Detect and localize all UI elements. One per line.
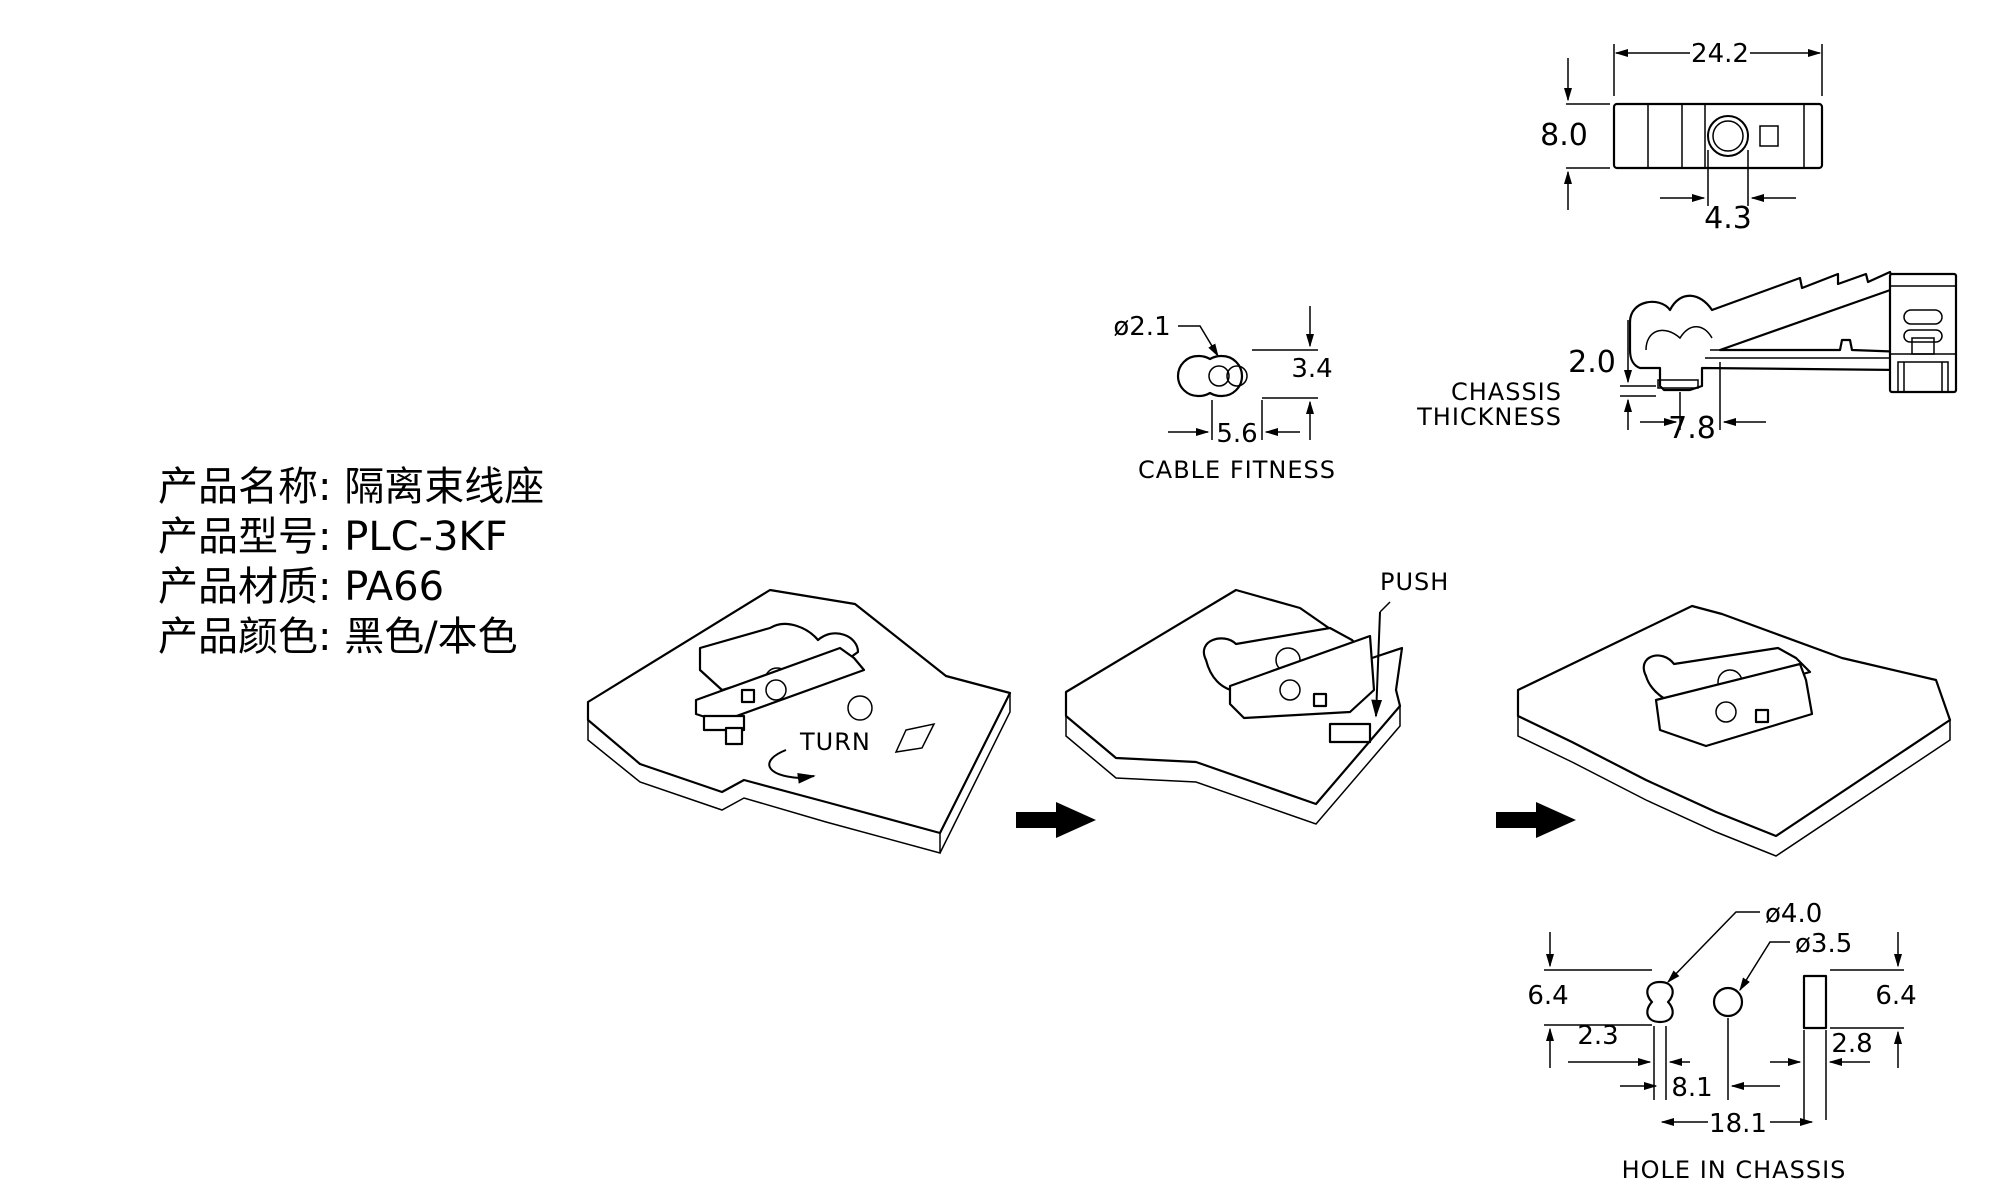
dim-hole-spacing-b: 18.1 [1709,1109,1767,1139]
dim-side-thickness: 2.0 [1568,345,1616,380]
product-material-value: PA66 [344,564,445,610]
product-model-label: 产品型号: [158,514,332,560]
product-name-label: 产品名称: [158,464,332,510]
hole-in-chassis-view: ø4.0 ø3.5 6.4 2.3 6.4 2.8 8.1 18 [1527,899,1916,1184]
install-step-2: PUSH [1064,568,1449,825]
dim-hole-right-height: 6.4 [1875,981,1916,1011]
end-view [1888,272,1958,394]
product-info: 产品名称: 隔离束线座 产品型号: PLC-3KF 产品材质: PA66 产品颜… [158,462,544,662]
install-step-3 [1516,604,1952,857]
dim-hole-dia-b: ø3.5 [1795,929,1852,959]
dim-top-height: 8.0 [1540,118,1588,153]
dim-hole-spacing-a: 8.1 [1671,1073,1712,1103]
dim-cable-dia: ø2.1 [1113,312,1170,342]
product-color-label: 产品颜色: [158,614,332,660]
product-color-value: 黑色/本色 [344,614,518,660]
dim-hole-left-offset: 2.3 [1577,1021,1618,1051]
dim-hole-left-height: 6.4 [1527,981,1568,1011]
caption-push: PUSH [1380,568,1449,596]
dim-side-length: 7.8 [1668,411,1716,446]
product-material-label: 产品材质: [158,564,332,610]
caption-chassis: CHASSIS [1451,378,1562,406]
dim-hole-dia-a: ø4.0 [1765,899,1822,929]
side-view: 2.0 CHASSIS THICKNESS 7.8 [1416,270,1916,446]
caption-thickness: THICKNESS [1416,403,1562,431]
step-arrow-1 [1016,802,1096,838]
product-model-row: 产品型号: PLC-3KF [158,512,544,562]
caption-turn: TURN [799,728,871,756]
product-name-value: 隔离束线座 [344,464,545,510]
install-step-1: TURN [586,588,1012,854]
top-view: 24.2 8.0 4.3 [1540,39,1824,236]
product-name-row: 产品名称: 隔离束线座 [158,462,544,512]
dim-top-width: 24.2 [1691,39,1749,69]
cable-fitness-view: ø2.1 3.4 5.6 CABLE FITNESS [1113,306,1336,484]
product-color-row: 产品颜色: 黑色/本色 [158,612,544,662]
caption-cable-fitness: CABLE FITNESS [1138,456,1336,484]
dim-cable-width: 5.6 [1216,419,1257,449]
caption-hole-in-chassis: HOLE IN CHASSIS [1622,1156,1847,1184]
dim-hole-right-offset: 2.8 [1831,1029,1872,1059]
step-arrow-2 [1496,802,1576,838]
dim-cable-height: 3.4 [1291,354,1332,384]
product-model-value: PLC-3KF [344,514,508,560]
product-material-row: 产品材质: PA66 [158,562,544,612]
dim-top-hole: 4.3 [1704,201,1752,236]
